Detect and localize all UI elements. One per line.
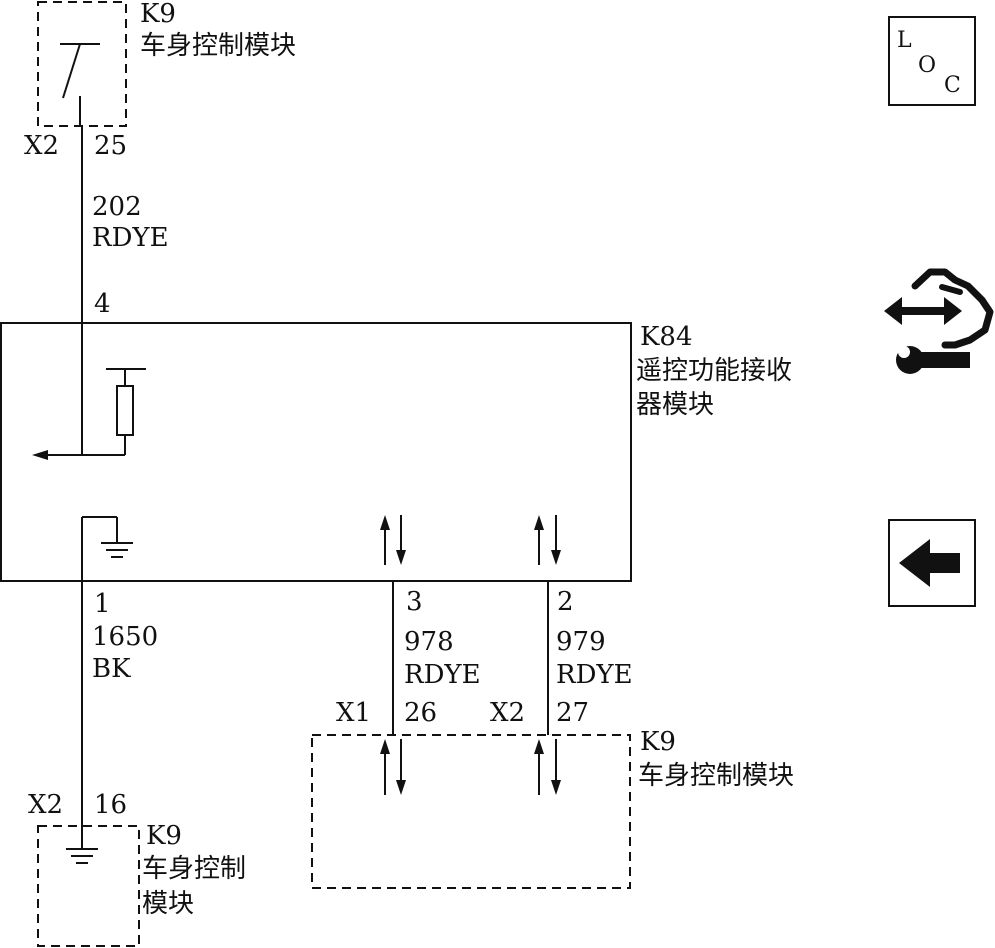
ground-module-pin: 16 bbox=[94, 790, 127, 820]
hand-and-wrench-icon[interactable] bbox=[884, 268, 994, 374]
ground-module-name-line1: 车身控制 bbox=[142, 854, 246, 884]
data-module-box bbox=[311, 734, 631, 889]
loc-letter-c: C bbox=[944, 73, 961, 98]
receiver-pin-data1: 3 bbox=[406, 587, 423, 617]
ground-module-ground-symbol bbox=[66, 826, 98, 864]
ground-module-connector: X2 bbox=[28, 790, 63, 820]
loc-letter-o: O bbox=[918, 53, 936, 78]
data-module-pin2: 27 bbox=[556, 698, 589, 728]
wire-978-color: RDYE bbox=[404, 660, 481, 690]
receiver-pin-data2: 2 bbox=[557, 587, 574, 617]
receiver-name-line2: 器模块 bbox=[636, 390, 714, 420]
receiver-id: K84 bbox=[640, 322, 693, 352]
loc-letter-l: L bbox=[897, 28, 912, 53]
receiver-module-box bbox=[0, 322, 632, 582]
data-module-arrows-pin26-icon bbox=[380, 739, 406, 795]
data-arrows-pin3-icon bbox=[380, 515, 406, 565]
data-module-name: 车身控制模块 bbox=[638, 761, 794, 791]
data-module-connector2: X2 bbox=[490, 698, 525, 728]
ground-module-name-line2: 模块 bbox=[142, 889, 194, 919]
input-arrow-icon bbox=[32, 450, 48, 460]
wire-1650-number: 1650 bbox=[92, 622, 158, 652]
resistor-symbol bbox=[44, 368, 146, 456]
receiver-pin-top: 4 bbox=[94, 289, 111, 319]
receiver-name-line1: 遥控功能接收 bbox=[636, 356, 792, 386]
ground-module-box bbox=[37, 825, 140, 947]
top-pin-label: 25 bbox=[94, 131, 127, 161]
data-module-pin1: 26 bbox=[404, 698, 437, 728]
top-module-id: K9 bbox=[140, 0, 176, 29]
loc-icon[interactable]: L O C bbox=[888, 16, 976, 106]
wire-978-number: 978 bbox=[404, 627, 454, 657]
back-arrow-icon[interactable] bbox=[888, 519, 976, 607]
top-module-box bbox=[37, 1, 127, 127]
switch-symbol bbox=[60, 43, 100, 126]
data-module-connector1: X1 bbox=[336, 698, 371, 728]
ground-module-id: K9 bbox=[146, 821, 182, 851]
wire-1650-color: BK bbox=[92, 654, 131, 684]
wire-202-color: RDYE bbox=[92, 223, 169, 253]
data-arrows-pin2-icon bbox=[534, 515, 561, 565]
wire-979-color: RDYE bbox=[556, 660, 633, 690]
data-module-arrows-pin27-icon bbox=[534, 739, 561, 795]
top-connector-label: X2 bbox=[24, 131, 59, 161]
top-module-name: 车身控制模块 bbox=[140, 31, 296, 61]
wire-979-number: 979 bbox=[556, 627, 606, 657]
internal-ground-symbol bbox=[81, 516, 133, 581]
wire-202-number: 202 bbox=[92, 192, 142, 222]
receiver-pin-ground: 1 bbox=[94, 589, 111, 619]
data-module-id: K9 bbox=[640, 727, 676, 757]
